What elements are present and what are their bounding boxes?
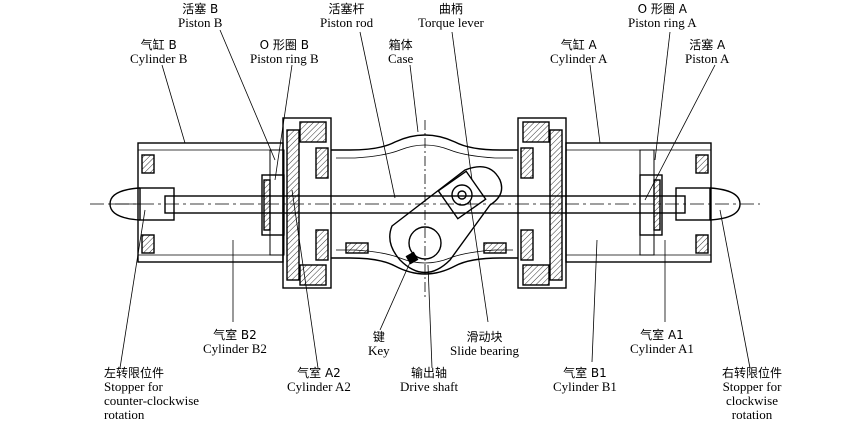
label-cylinder-a2: 气室 A2 Cylinder A2 [287,366,351,394]
piston-b [261,149,285,256]
label-cylinder-b2: 气室 B2 Cylinder B2 [203,328,267,356]
cylinder-b-body [137,142,284,263]
label-en: Drive shaft [400,379,459,394]
piston-rod [164,195,686,214]
label-en: Cylinder A [550,51,608,66]
label-en: Slide bearing [450,343,519,358]
case-right-flange [517,117,567,289]
label-cylinder-b: 气缸 B Cylinder B [130,38,187,66]
label-en-3: rotation [104,407,145,422]
label-en: Piston ring B [250,51,319,66]
label-zh: 滑动块 [466,330,503,344]
label-piston-ring-b: O 形圈 B Piston ring B [250,38,319,66]
label-zh: 键 [372,330,385,344]
cylinder-a-body [565,142,712,263]
label-en-2: counter-clockwise [104,393,200,408]
label-en-3: rotation [731,407,773,422]
label-zh: 气缸 A [560,38,597,52]
label-en: Cylinder B [130,51,188,66]
leader-lines [119,29,751,369]
label-cylinder-a1: 气室 A1 Cylinder A1 [630,328,694,356]
label-en: Cylinder A1 [630,341,694,356]
label-en: Cylinder B1 [553,379,617,394]
label-en-1: Stopper for [722,379,782,394]
label-zh: 气室 A1 [640,328,684,342]
label-slide-bearing: 滑动块 Slide bearing [450,330,519,358]
label-zh: 输出轴 [411,366,448,380]
label-key: 键 Key [368,330,390,358]
label-zh: 左转限位件 [104,366,165,380]
case-left-flange [282,117,332,289]
label-en: Torque lever [418,15,484,30]
label-zh: 活塞杆 [328,2,365,16]
label-en: Case [388,51,414,66]
label-zh: 活塞 A [689,38,726,52]
label-zh: 右转限位件 [722,366,783,380]
label-zh: 活塞 B [182,2,219,16]
label-piston-rod: 活塞杆 Piston rod [320,2,373,30]
label-en: Piston rod [320,15,374,30]
label-en: Cylinder A2 [287,379,351,394]
label-en: Key [368,343,390,358]
label-piston-b: 活塞 B Piston B [178,2,222,30]
stopper-right [675,187,741,221]
label-zh: O 形圈 B [259,38,309,52]
label-en: Piston A [685,51,730,66]
label-zh: 气室 B1 [563,366,607,380]
label-cylinder-b1: 气室 B1 Cylinder B1 [553,366,617,394]
label-en-1: Stopper for [104,379,163,394]
label-stopper-cw: 右转限位件 Stopper for clockwise rotation [722,366,782,422]
label-zh: 气室 A2 [297,366,341,380]
label-piston-ring-a: O 形圈 A Piston ring A [628,2,697,30]
label-cylinder-a: 气缸 A Cylinder A [550,38,607,66]
label-zh: 箱体 [388,38,413,52]
label-en-2: clockwise [726,393,778,408]
label-piston-a: 活塞 A Piston A [685,38,729,66]
stopper-left [109,187,175,221]
label-zh: 曲柄 [438,2,463,16]
label-torque-lever: 曲柄 Torque lever [418,2,484,30]
label-drive-shaft: 输出轴 Drive shaft [400,366,458,394]
label-en: Cylinder B2 [203,341,267,356]
torque-lever [389,166,503,274]
label-en: Piston B [178,15,223,30]
label-case: 箱体 Case [388,38,413,66]
label-en: Piston ring A [628,15,697,30]
label-zh: 气室 B2 [213,328,257,342]
piston-a [639,149,663,256]
label-zh: 气缸 B [140,38,177,52]
label-zh: O 形圈 A [637,2,687,16]
label-stopper-ccw: 左转限位件 Stopper for counter-clockwise rota… [104,366,199,422]
